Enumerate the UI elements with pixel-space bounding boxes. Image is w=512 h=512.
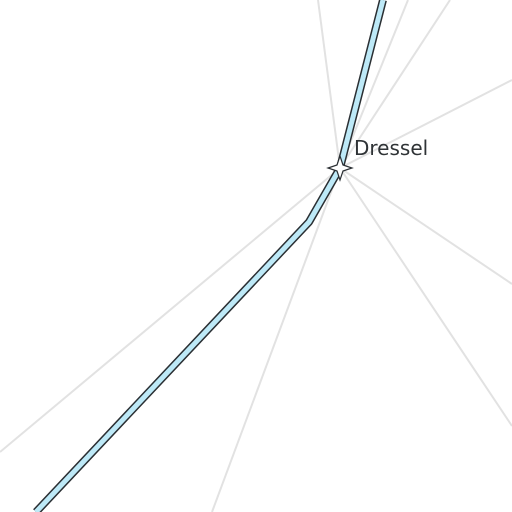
road-line <box>0 167 341 453</box>
four-point-star-icon[interactable] <box>326 154 354 182</box>
transit-line[interactable] <box>33 0 387 512</box>
road-line <box>339 0 409 169</box>
road-line <box>317 0 341 169</box>
road-line <box>339 79 512 169</box>
station-label[interactable]: Dressel <box>354 136 428 160</box>
road-line <box>339 167 512 427</box>
road-line <box>211 167 341 512</box>
transit-line-fill[interactable] <box>34 0 386 512</box>
transit-line-casing <box>33 0 387 512</box>
road-line <box>339 0 451 169</box>
road-line <box>339 167 512 285</box>
station-dressel[interactable]: Dressel <box>326 136 428 182</box>
